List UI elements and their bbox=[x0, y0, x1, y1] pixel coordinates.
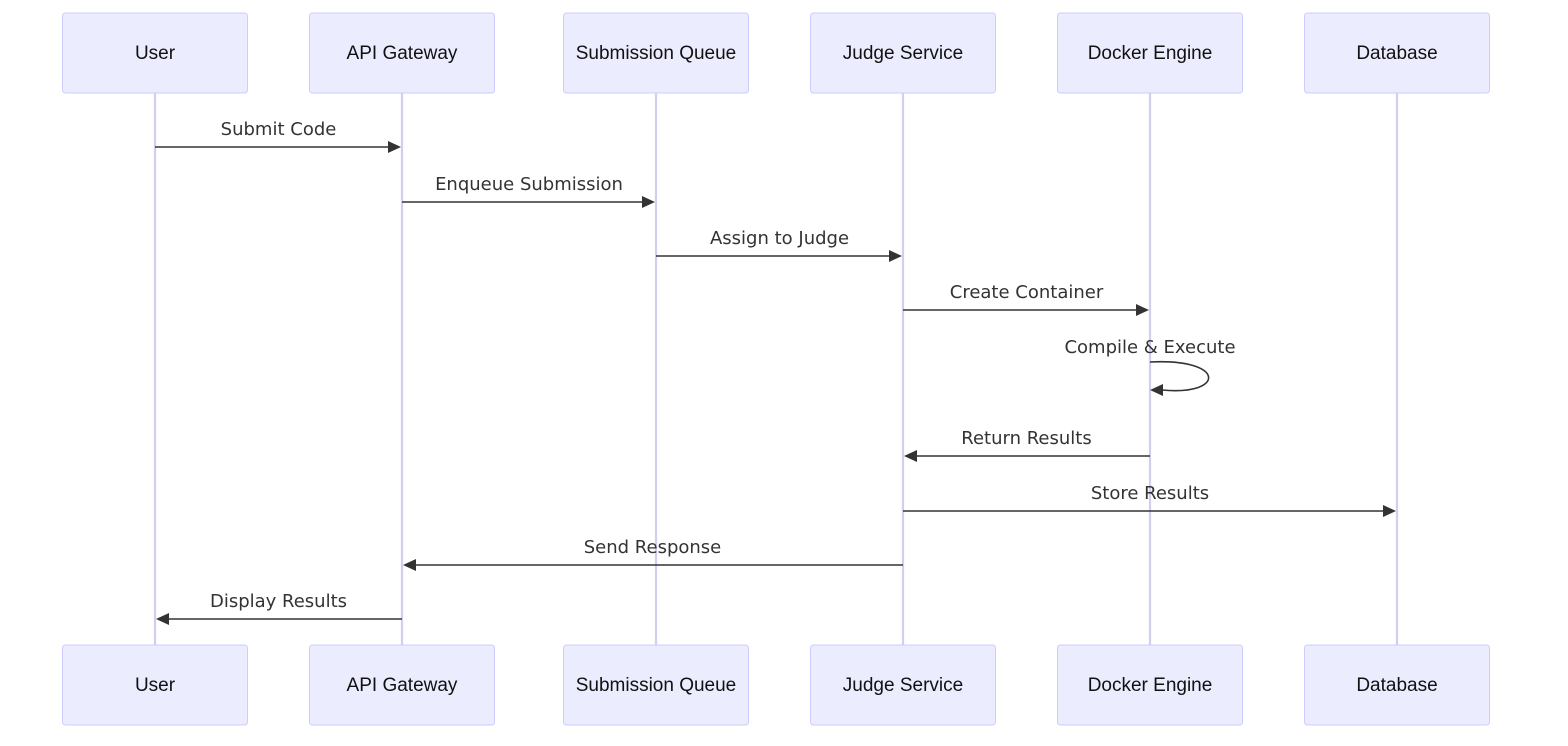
message-3: Assign to Judge bbox=[656, 228, 902, 262]
arrowhead bbox=[403, 559, 416, 571]
actor-box bbox=[810, 12, 996, 94]
actor-label: API Gateway bbox=[347, 43, 458, 64]
self-loop-arrow bbox=[1149, 360, 1210, 392]
actors-bottom: User API Gateway Submission Queue Judge Ser… bbox=[62, 644, 1490, 726]
actor-box bbox=[810, 644, 996, 726]
actor-box bbox=[563, 12, 749, 94]
message-label: Submit Code bbox=[221, 119, 337, 140]
actor-judge-bottom: Judge Service bbox=[810, 644, 996, 726]
message-label: Compile & Execute bbox=[1064, 337, 1235, 358]
actor-box bbox=[62, 12, 248, 94]
message-4: Create Container bbox=[903, 282, 1149, 316]
actor-label: Submission Queue bbox=[576, 43, 737, 64]
actor-db-top: Database bbox=[1304, 12, 1490, 94]
actor-gateway-top: API Gateway bbox=[309, 12, 495, 94]
arrowhead bbox=[1383, 505, 1396, 517]
message-7: Store Results bbox=[903, 483, 1396, 517]
actor-db-bottom: Database bbox=[1304, 644, 1490, 726]
actor-gateway-bottom: API Gateway bbox=[309, 644, 495, 726]
arrowhead bbox=[642, 196, 655, 208]
actor-box bbox=[1057, 644, 1243, 726]
message-label: Display Results bbox=[210, 591, 347, 612]
actor-label: User bbox=[135, 675, 176, 696]
message-label: Create Container bbox=[950, 282, 1104, 303]
message-5: Compile & Execute bbox=[1064, 337, 1236, 396]
actor-label: Docker Engine bbox=[1088, 675, 1213, 696]
message-label: Assign to Judge bbox=[710, 228, 849, 249]
actor-label: Database bbox=[1356, 675, 1437, 696]
actor-label: User bbox=[135, 43, 176, 64]
actors-top: User API Gateway Submission Queue Judge Ser… bbox=[62, 12, 1490, 94]
actor-box bbox=[1304, 644, 1490, 726]
message-8: Send Response bbox=[403, 537, 903, 571]
lifelines bbox=[153, 93, 1399, 645]
actor-docker-bottom: Docker Engine bbox=[1057, 644, 1243, 726]
actor-docker-top: Docker Engine bbox=[1057, 12, 1243, 94]
actor-user-bottom: User bbox=[62, 644, 248, 726]
actor-user-top: User bbox=[62, 12, 248, 94]
arrowhead bbox=[904, 450, 917, 462]
message-label: Store Results bbox=[1091, 483, 1209, 504]
actor-label: Judge Service bbox=[843, 675, 963, 696]
actor-box bbox=[309, 12, 495, 94]
actor-queue-bottom: Submission Queue bbox=[563, 644, 749, 726]
actor-queue-top: Submission Queue bbox=[563, 12, 749, 94]
arrowhead bbox=[388, 141, 401, 153]
message-1: Submit Code bbox=[155, 119, 401, 153]
actor-label: Submission Queue bbox=[576, 675, 737, 696]
arrowhead bbox=[1150, 384, 1163, 396]
actor-box bbox=[62, 644, 248, 726]
arrowhead bbox=[1136, 304, 1149, 316]
arrowhead bbox=[156, 613, 169, 625]
message-9: Display Results bbox=[156, 591, 402, 625]
message-label: Enqueue Submission bbox=[435, 174, 623, 195]
message-2: Enqueue Submission bbox=[402, 174, 655, 208]
actor-label: Docker Engine bbox=[1088, 43, 1213, 64]
actor-box bbox=[309, 644, 495, 726]
actor-judge-top: Judge Service bbox=[810, 12, 996, 94]
actor-label: API Gateway bbox=[347, 675, 458, 696]
message-6: Return Results bbox=[904, 428, 1150, 462]
actor-label: Database bbox=[1356, 43, 1437, 64]
actor-box bbox=[1304, 12, 1490, 94]
actor-box bbox=[563, 644, 749, 726]
actor-box bbox=[1057, 12, 1243, 94]
message-label: Send Response bbox=[584, 537, 722, 558]
arrowhead bbox=[889, 250, 902, 262]
message-label: Return Results bbox=[961, 428, 1091, 449]
actor-label: Judge Service bbox=[843, 43, 963, 64]
